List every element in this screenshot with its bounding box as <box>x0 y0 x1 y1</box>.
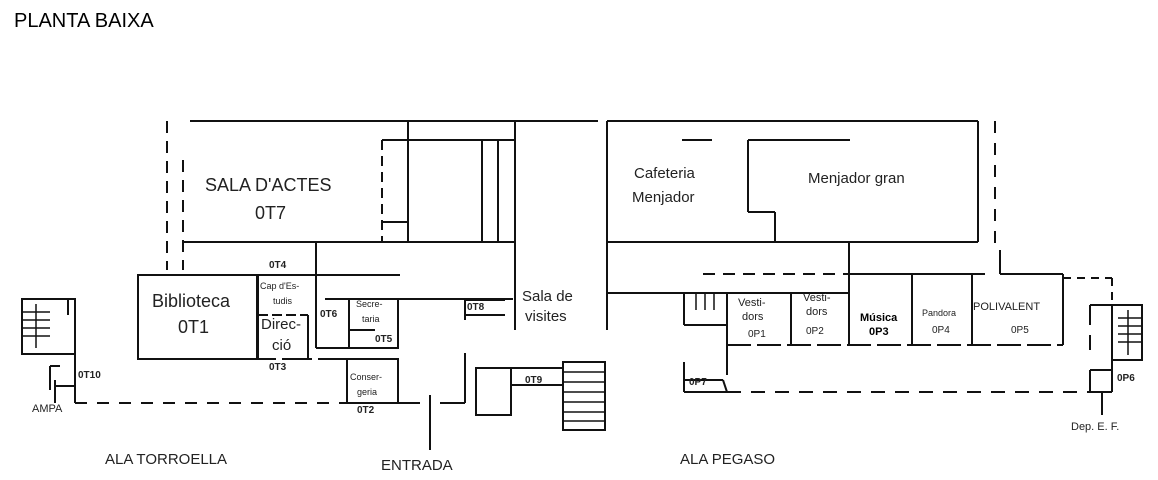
room-consergeria-2: geria <box>357 387 378 397</box>
room-polivalent: POLIVALENT <box>973 301 1041 313</box>
code-0t5: 0T5 <box>375 334 393 345</box>
room-cap-estudis-2: tudis <box>273 296 293 306</box>
code-0t10: 0T10 <box>78 370 101 381</box>
code-0p2: 0P2 <box>806 326 824 337</box>
code-0p5: 0P5 <box>1011 325 1029 336</box>
room-musica: Música <box>860 312 898 324</box>
code-0p6: 0P6 <box>1117 373 1135 384</box>
room-ampa: AMPA <box>32 403 63 415</box>
code-0t3: 0T3 <box>269 362 287 373</box>
room-sala-actes: SALA D'ACTES <box>205 175 332 195</box>
room-vestidors-2b: dors <box>806 306 828 318</box>
room-cafeteria-2: Menjador <box>632 189 695 206</box>
code-0p7: 0P7 <box>689 377 707 388</box>
room-menjador-gran: Menjador gran <box>808 170 905 187</box>
room-secretaria-2: taria <box>362 314 380 324</box>
code-0t9: 0T9 <box>525 375 543 386</box>
code-0t8: 0T8 <box>467 302 485 313</box>
room-direccio: Direc- <box>261 316 301 333</box>
wing-torroella: ALA TORROELLA <box>105 451 228 468</box>
room-consergeria: Conser- <box>350 372 383 382</box>
room-dep-ef: Dep. E. F. <box>1071 421 1120 433</box>
code-0t6: 0T6 <box>320 309 338 320</box>
code-0p4: 0P4 <box>932 325 950 336</box>
room-cafeteria: Cafeteria <box>634 165 695 182</box>
room-secretaria: Secre- <box>356 299 383 309</box>
room-pandora: Pandora <box>922 308 957 318</box>
room-sala-actes-code: 0T7 <box>255 203 287 223</box>
wing-entrada: ENTRADA <box>381 457 453 474</box>
room-sala-visites: Sala de <box>522 288 573 305</box>
room-vestidors-2: Vesti- <box>803 292 831 304</box>
room-biblioteca: Biblioteca <box>152 291 231 311</box>
code-0p1: 0P1 <box>748 329 766 340</box>
room-direccio-2: ció <box>272 337 292 354</box>
room-vestidors-1b: dors <box>742 311 764 323</box>
wing-pegaso: ALA PEGASO <box>680 451 776 468</box>
code-0t4: 0T4 <box>269 260 287 271</box>
room-cap-estudis: Cap d'Es- <box>260 281 300 291</box>
code-0p3: 0P3 <box>869 326 889 338</box>
room-biblioteca-code: 0T1 <box>178 317 210 337</box>
room-sala-visites-2: visites <box>525 308 567 325</box>
code-0t2: 0T2 <box>357 405 375 416</box>
room-vestidors-1: Vesti- <box>738 297 766 309</box>
page-title: PLANTA BAIXA <box>14 10 154 32</box>
